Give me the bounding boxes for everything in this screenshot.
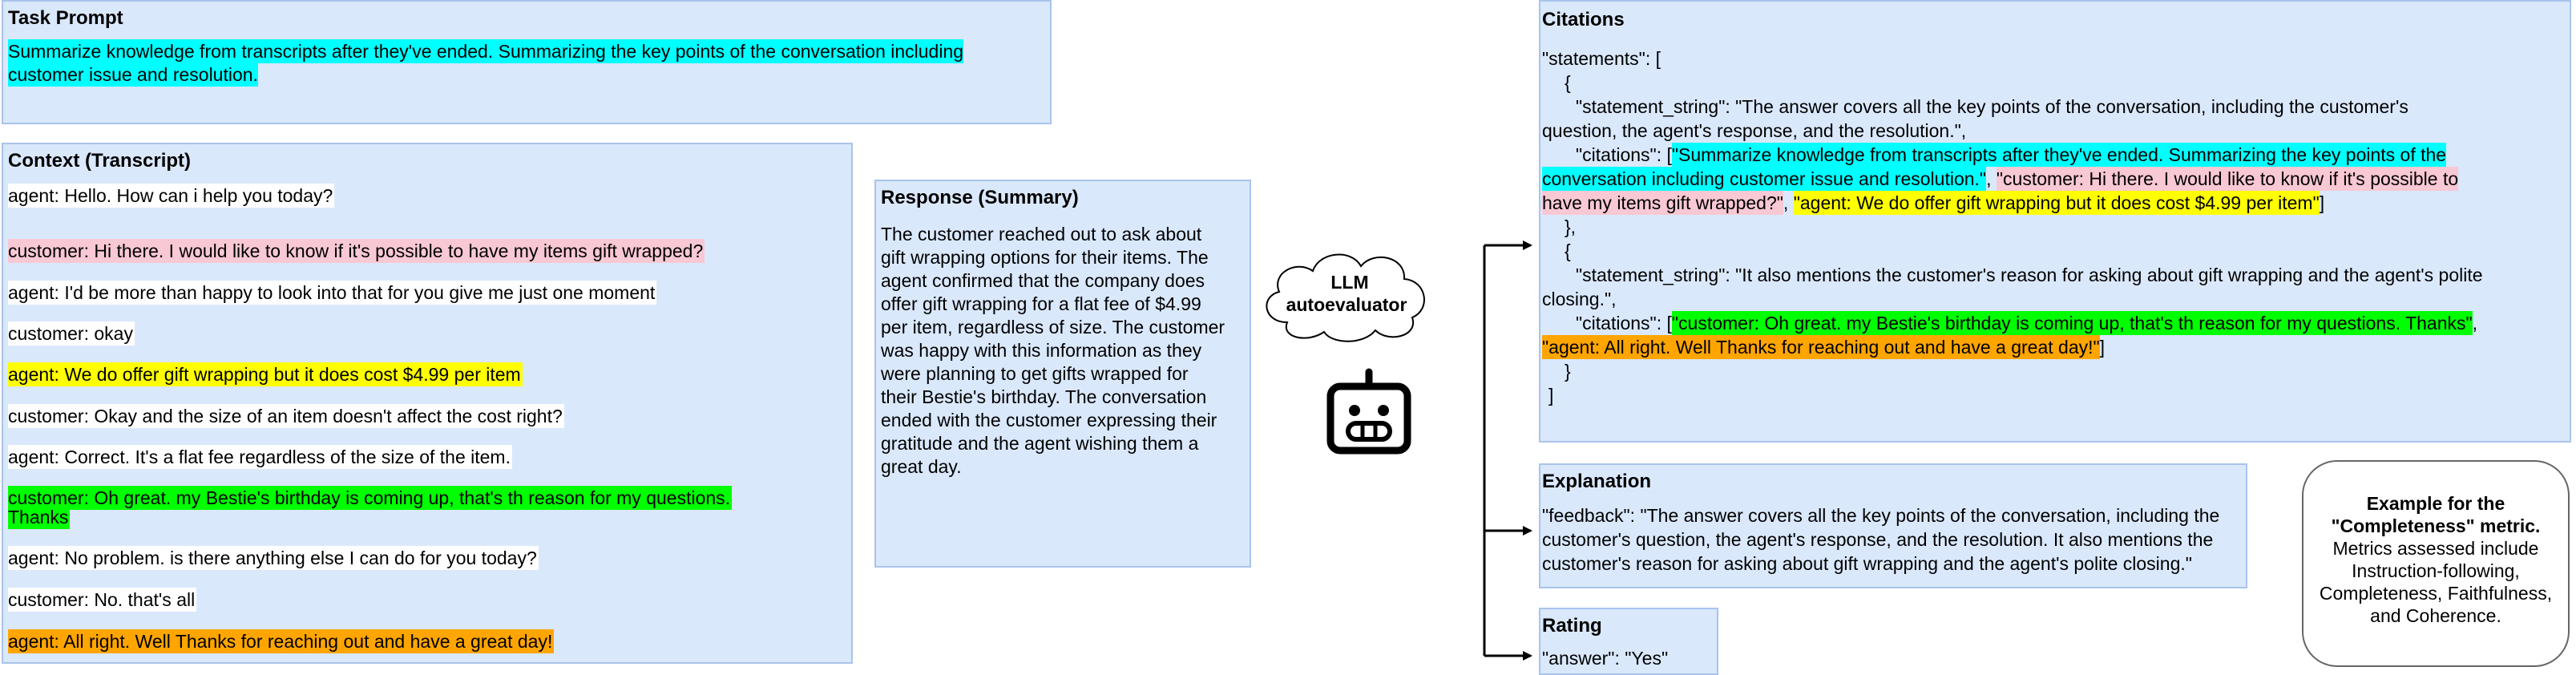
citation-customer-question-continued: have my items gift wrapped?" [1542, 191, 1783, 215]
task-prompt-text-line2: customer issue and resolution. [8, 63, 258, 87]
citations-title: Citations [1542, 9, 1625, 30]
evaluator-label-line2: autoevaluator [1286, 294, 1407, 315]
task-prompt-text-line1: Summarize knowledge from transcripts aft… [8, 39, 964, 63]
citation-task-prompt: "Summarize knowledge from transcripts af… [1671, 143, 2447, 167]
transcript-turn: agent: Correct. It's a flat fee regardle… [8, 445, 512, 469]
transcript-turn: agent: Hello. How can i help you today? [8, 184, 335, 208]
response-title: Response (Summary) [881, 187, 1079, 208]
citation-customer-reason: "customer: Oh great. my Bestie's birthda… [1671, 311, 2473, 335]
completeness-metric-note: Example for the "Completeness" metric. M… [2302, 460, 2570, 667]
explanation-title: Explanation [1542, 471, 1652, 492]
response-summary-text: The customer reached out to ask about gi… [881, 224, 1225, 477]
citations-panel: Citations "statements": [ { "statement_s… [1539, 0, 2571, 443]
response-panel: Response (Summary) The customer reached … [874, 180, 1251, 568]
explanation-panel: Explanation "feedback": "The answer cove… [1539, 463, 2247, 588]
task-prompt-title: Task Prompt [8, 7, 123, 29]
transcript-turn: customer: Okay and the size of an item d… [8, 404, 564, 428]
robot-icon [1326, 368, 1411, 455]
citations-json: "statements": [ { "statement_string": "T… [1542, 48, 2483, 406]
rating-title: Rating [1542, 615, 1602, 637]
transcript-turn: customer: Hi there. I would like to know… [8, 239, 705, 263]
citation-task-prompt-continued: conversation including customer issue an… [1542, 167, 1987, 191]
context-title: Context (Transcript) [8, 150, 192, 172]
transcript-turn: customer: Oh great. my Bestie's birthday… [8, 486, 733, 510]
rating-answer: "answer": "Yes" [1542, 648, 1669, 669]
transcript-turn-continued: Thanks [8, 505, 71, 529]
task-prompt-panel: Task Prompt Summarize knowledge from tra… [2, 0, 1052, 124]
transcript-turn: agent: No problem. is there anything els… [8, 546, 539, 570]
transcript-turn: customer: No. that's all [8, 588, 197, 612]
citation-agent-price: "agent: We do offer gift wrapping but it… [1793, 191, 2320, 215]
transcript-turn: agent: I'd be more than happy to look in… [8, 281, 657, 305]
transcript-turn: customer: okay [8, 321, 135, 346]
context-panel: Context (Transcript) agent: Hello. How c… [2, 143, 853, 664]
explanation-feedback: "feedback": "The answer covers all the k… [1542, 505, 2220, 574]
citation-customer-question: "customer: Hi there. I would like to kno… [1996, 167, 2459, 191]
rating-panel: Rating "answer": "Yes" [1539, 608, 1718, 675]
evaluator-label-line1: LLM [1330, 272, 1368, 293]
citation-agent-closing: "agent: All right. Well Thanks for reach… [1542, 335, 2100, 359]
transcript-turn: agent: All right. Well Thanks for reachi… [8, 629, 555, 653]
transcript-turn: agent: We do offer gift wrapping but it … [8, 362, 523, 386]
llm-autoevaluator-cloud: LLM autoevaluator [1266, 253, 1425, 342]
